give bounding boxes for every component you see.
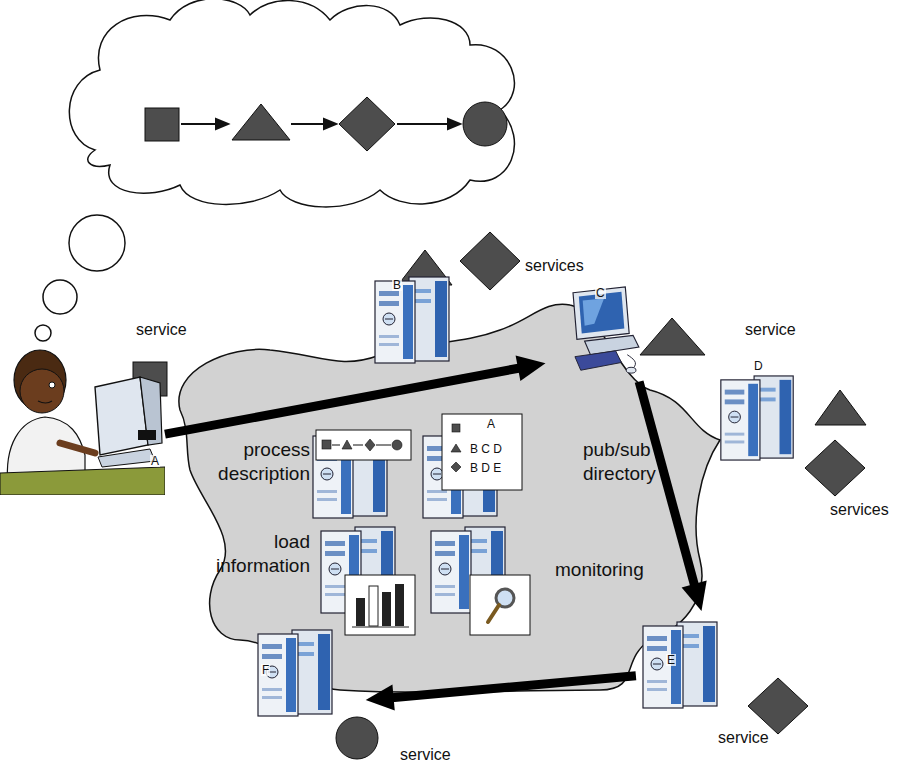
node-letter: E: [666, 654, 676, 666]
node-letter: A: [150, 455, 160, 467]
table-cell: B D E: [470, 461, 520, 476]
service-label: service: [400, 745, 480, 765]
flow-arrow: [639, 382, 707, 611]
computer-icon: [372, 275, 454, 365]
computer-node: F: [255, 628, 337, 718]
flow-arrow: [366, 676, 636, 711]
flow-arrow: [165, 356, 546, 435]
computer-icon: [715, 360, 800, 462]
component-label: process description: [192, 438, 310, 486]
service-label: service: [745, 320, 825, 340]
service-label: service: [718, 728, 798, 748]
component-label: monitoring: [555, 558, 670, 582]
computer-icon: [0, 335, 165, 495]
service-label: services: [525, 256, 615, 276]
node-letter: C: [595, 287, 606, 299]
table-cell: A: [487, 417, 517, 432]
node-letter: B: [392, 279, 402, 291]
component-label: load information: [192, 530, 310, 578]
node-letter: F: [261, 664, 270, 676]
computer-node: B: [372, 275, 454, 365]
node-letter: D: [753, 360, 764, 372]
computer-node: A: [0, 335, 165, 495]
computer-node: E: [640, 620, 722, 710]
computer-node: D: [715, 360, 800, 462]
computer-icon: [640, 620, 722, 710]
service-label: services: [830, 500, 918, 520]
computer-node: C: [565, 285, 643, 377]
table-cell: B C D: [470, 442, 520, 457]
component-label: pub/sub directory: [583, 438, 683, 486]
service-label: service: [136, 320, 216, 340]
